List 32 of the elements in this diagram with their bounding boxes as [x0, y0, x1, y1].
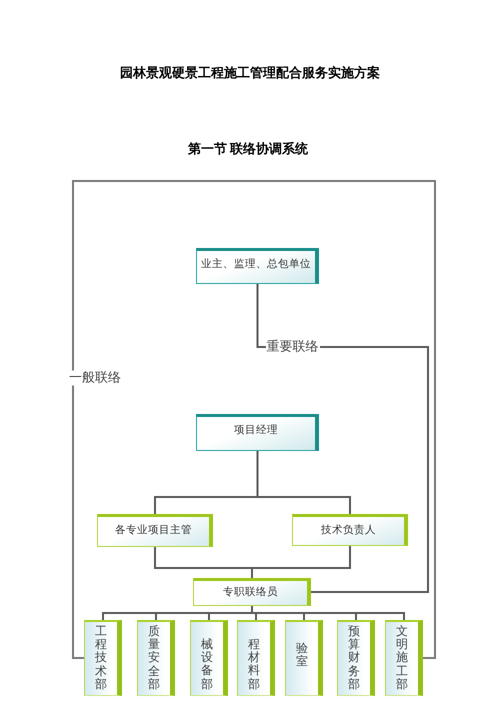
department-box — [285, 620, 323, 696]
box-label: 技术负责人 — [321, 524, 376, 538]
connector-line — [256, 451, 351, 514]
org-box — [292, 514, 408, 546]
box-label: 各专业项目主管 — [115, 525, 192, 538]
page-title: 园林景观硬景工程施工管理配合服务实施方案 — [120, 64, 380, 82]
edge-label: 一般联络 — [68, 370, 122, 386]
org-box — [196, 248, 319, 284]
department-box — [237, 620, 275, 696]
org-box — [97, 514, 213, 547]
org-box — [196, 414, 319, 451]
department-label: 工程技术部 — [95, 625, 107, 691]
org-box — [193, 578, 311, 606]
department-box — [84, 620, 122, 696]
connector-line — [251, 546, 351, 578]
department-label: 验室 — [296, 642, 308, 668]
box-label: 业主、监理、总包单位 — [201, 259, 311, 272]
department-label: 文明施工部 — [396, 625, 408, 691]
edge-label: 重要联络 — [266, 340, 320, 354]
connector-line — [256, 284, 429, 593]
department-label: 预算财务部 — [348, 625, 360, 691]
box-label: 项目经理 — [234, 425, 278, 438]
box-label: 专职联络员 — [223, 586, 278, 600]
department-label: 械设备部 — [201, 638, 213, 691]
section-heading: 第一节 联络协调系统 — [188, 140, 308, 158]
department-label: 程材料部 — [248, 638, 260, 691]
department-box — [385, 620, 423, 696]
department-box — [190, 620, 228, 696]
department-label: 质量安全部 — [148, 625, 160, 691]
department-box — [137, 620, 175, 696]
connector-line — [72, 180, 436, 659]
department-box — [337, 620, 375, 696]
